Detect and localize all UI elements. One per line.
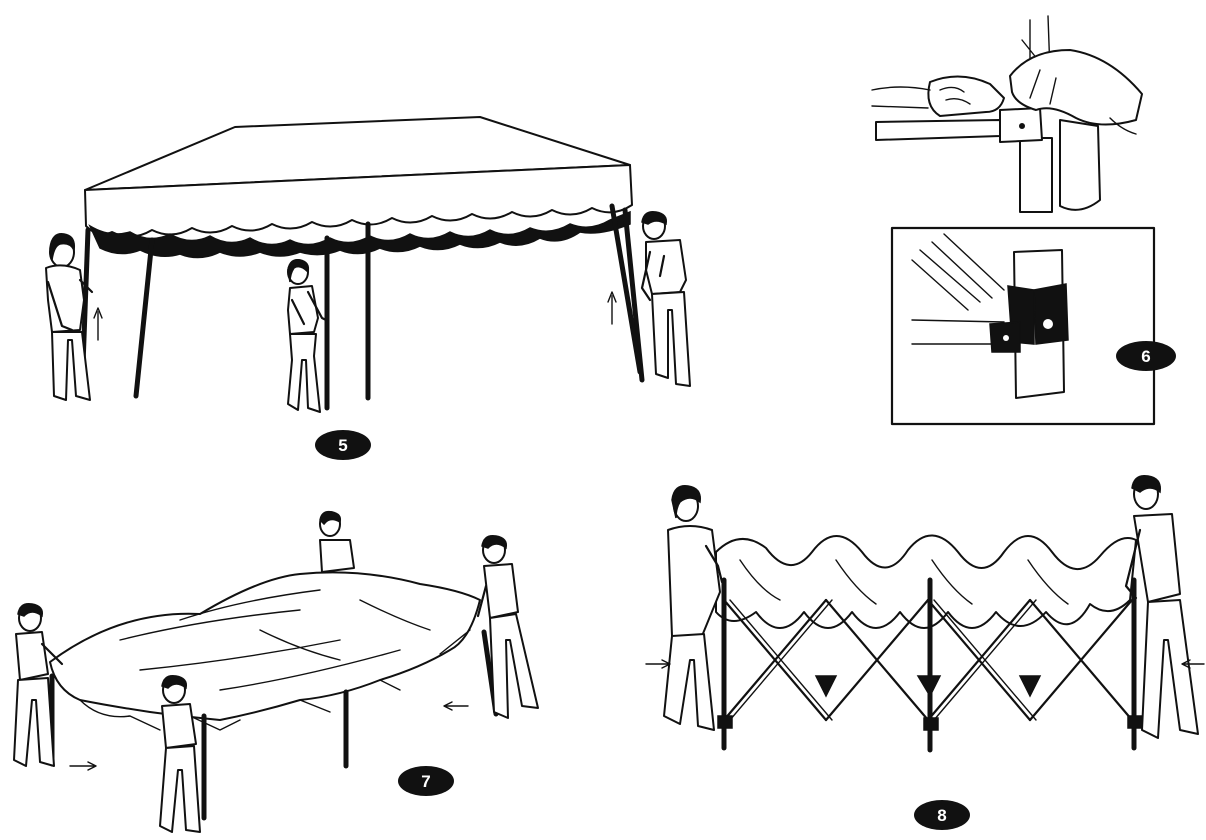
step-5-illustration: 5	[46, 117, 690, 460]
arrow-up-icon	[608, 292, 616, 324]
person-right	[642, 212, 690, 386]
person-right-8	[1126, 476, 1198, 738]
arrow-right-icon	[70, 762, 96, 770]
step-7-illustration: 7	[14, 512, 538, 832]
person-middle	[288, 260, 326, 412]
step-5-number: 5	[338, 436, 347, 455]
step-5-badge: 5	[315, 430, 371, 460]
leg-back-left	[136, 240, 152, 396]
step-8-illustration: 8	[646, 476, 1204, 830]
canopy-cover	[50, 572, 480, 720]
latch-hands-closeup	[872, 16, 1142, 212]
person-right-7	[478, 536, 538, 718]
arrow-up-icon	[94, 308, 102, 340]
step-6-badge: 6	[1116, 341, 1176, 371]
latch-detail	[912, 234, 1068, 398]
step-7-number: 7	[421, 772, 430, 791]
step-6-illustration: 6	[872, 16, 1176, 424]
fabric-peaks	[716, 535, 1136, 628]
step-6-number: 6	[1141, 347, 1150, 366]
step-8-number: 8	[937, 806, 946, 825]
step-8-badge: 8	[914, 800, 970, 830]
arrow-left-icon	[444, 702, 468, 710]
person-left-8	[664, 486, 722, 730]
arrow-right-icon	[646, 660, 670, 668]
person-back	[320, 512, 354, 572]
step-7-badge: 7	[398, 766, 454, 796]
person-left-7	[14, 604, 62, 766]
